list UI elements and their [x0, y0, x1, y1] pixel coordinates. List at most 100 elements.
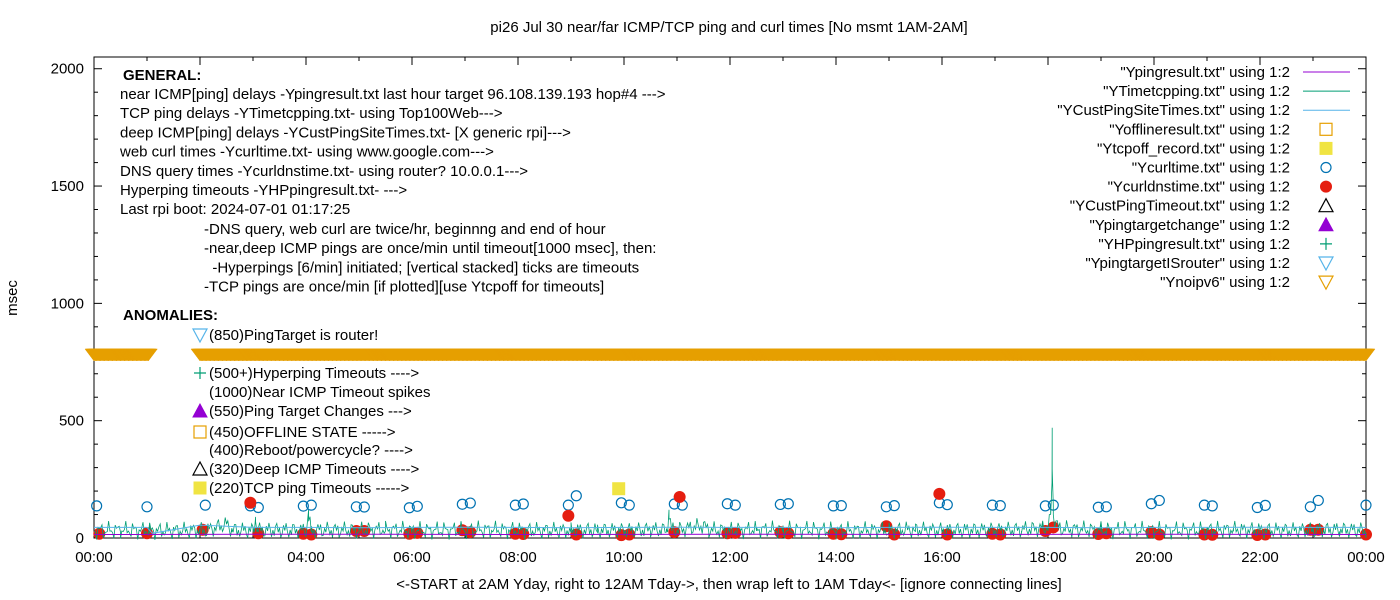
- legend-label: "Ycurldnstime.txt" using 1:2: [1108, 179, 1290, 196]
- y-tick-label: 2000: [51, 61, 84, 78]
- data-point: [612, 482, 626, 496]
- data-point: [358, 501, 370, 513]
- data-point: [1153, 494, 1165, 507]
- data-point: [615, 497, 627, 509]
- legend-label: "YCustPingTimeout.txt" using 1:2: [1070, 198, 1290, 215]
- data-point: [1312, 494, 1324, 507]
- anomaly-list: (850)PingTarget is router!(500+)Hyperpin…: [191, 327, 430, 497]
- data-point: [827, 500, 839, 512]
- y-tick-label: 1500: [51, 178, 84, 195]
- tcp-ping-line: [93, 427, 1367, 540]
- x-tick-label: 22:00: [1241, 549, 1279, 566]
- legend-label: "Ypingtargetchange" using 1:2: [1089, 217, 1290, 234]
- legend-marker: [1320, 237, 1332, 250]
- legend-label: "Ycurltime.txt" using 1:2: [1132, 160, 1290, 177]
- data-point: [456, 498, 468, 510]
- note-line: -DNS query, web curl are twice/hr, begin…: [204, 221, 606, 238]
- y-tick-label: 0: [76, 530, 84, 547]
- general-line: deep ICMP[ping] delays -YCustPingSiteTim…: [120, 124, 571, 141]
- data-point: [464, 497, 476, 509]
- data-point: [403, 502, 415, 514]
- data-point: [411, 500, 423, 512]
- legend-marker: [1320, 161, 1332, 174]
- noipv6-point: [138, 348, 158, 362]
- x-tick-label: 16:00: [923, 549, 961, 566]
- y-tick-label: 500: [59, 413, 84, 430]
- general-header: GENERAL:: [123, 67, 201, 84]
- plot-area: [84, 348, 1376, 542]
- x-tick-label: 12:00: [711, 549, 749, 566]
- legend: "Ypingresult.txt" using 1:2 "YTimetcpping…: [1057, 64, 1350, 291]
- series-6: [94, 524, 1366, 534]
- triangle-up-icon: [191, 460, 209, 476]
- note-line: -Hyperpings [6/min] initiated; [vertical…: [204, 259, 639, 276]
- data-point: [729, 526, 742, 539]
- legend-label: "Ytcpoff_record.txt" using 1:2: [1097, 140, 1290, 157]
- legend-label: "YpingtargetISrouter" using 1:2: [1085, 255, 1290, 272]
- legend-marker: [1317, 197, 1335, 213]
- series-line: [94, 524, 1366, 534]
- series-2: [612, 482, 626, 496]
- data-point: [623, 499, 635, 511]
- data-point: [1304, 501, 1316, 513]
- annotations: GENERAL:near ICMP[ping] delays -Ypingres…: [119, 67, 666, 324]
- data-point: [941, 499, 953, 511]
- x-tick-label: 08:00: [499, 549, 537, 566]
- data-point: [1251, 501, 1263, 514]
- x-tick-label: 00:00: [75, 549, 113, 566]
- data-point: [933, 487, 946, 500]
- legend-marker: [1317, 275, 1335, 291]
- chart-title: pi26 Jul 30 near/far ICMP/TCP ping and c…: [490, 19, 967, 36]
- series-0: [91, 490, 1372, 514]
- data-point: [986, 499, 998, 511]
- data-point: [1092, 501, 1104, 513]
- data-point: [141, 501, 153, 513]
- x-axis-label: <-START at 2AM Yday, right to 12AM Tday-…: [396, 576, 1061, 593]
- anomaly-label: (400)Reboot/powercycle? ---->: [209, 442, 413, 459]
- y-axis-label: msec: [4, 280, 21, 316]
- data-point: [1259, 499, 1271, 511]
- data-point: [1039, 500, 1051, 512]
- data-point: [888, 500, 900, 512]
- legend-label: "Ynoipv6" using 1:2: [1160, 274, 1290, 291]
- general-line: Hyperping timeouts -YHPpingresult.txt- -…: [120, 182, 407, 199]
- triangle-down-icon: [191, 328, 209, 344]
- anomaly-label: (1000)Near ICMP Timeout spikes: [209, 384, 430, 401]
- data-point: [517, 498, 529, 510]
- legend-marker: [1320, 180, 1332, 193]
- x-tick-label: 00:00: [1347, 549, 1385, 566]
- x-tick-label: 18:00: [1029, 549, 1067, 566]
- legend-label: "YTimetcpping.txt" using 1:2: [1103, 83, 1290, 100]
- x-tick-label: 04:00: [287, 549, 325, 566]
- plus-icon: [194, 367, 206, 379]
- legend-label: "Ypingresult.txt" using 1:2: [1120, 64, 1290, 81]
- data-point: [1206, 500, 1218, 512]
- data-point: [570, 490, 582, 502]
- noipv6-point: [1356, 348, 1376, 362]
- data-point: [562, 509, 575, 522]
- x-tick-label: 10:00: [605, 549, 643, 566]
- data-point: [774, 498, 786, 511]
- legend-label: "YHPpingresult.txt" using 1:2: [1098, 236, 1290, 253]
- series-5: [93, 427, 1367, 540]
- data-point: [835, 500, 847, 512]
- data-point: [91, 500, 103, 512]
- square-filled-icon: [193, 481, 207, 495]
- y-tick-label: 1000: [51, 295, 84, 312]
- anomaly-label: (220)TCP ping Timeouts ----->: [209, 480, 409, 497]
- y-axis: 0 500 1000 1500 2000: [51, 61, 1366, 547]
- anomaly-label: (450)OFFLINE STATE ----->: [209, 424, 396, 441]
- general-line: DNS query times -Ycurldnstime.txt- using…: [120, 163, 528, 180]
- triangle-up-filled-icon: [192, 402, 208, 418]
- data-point: [880, 501, 892, 513]
- legend-marker: [1318, 216, 1334, 232]
- square-icon: [193, 425, 207, 439]
- x-tick-label: 20:00: [1135, 549, 1173, 566]
- x-tick-label: 14:00: [817, 549, 855, 566]
- data-point: [994, 500, 1006, 512]
- data-point: [721, 498, 733, 510]
- series-4: [84, 348, 1376, 362]
